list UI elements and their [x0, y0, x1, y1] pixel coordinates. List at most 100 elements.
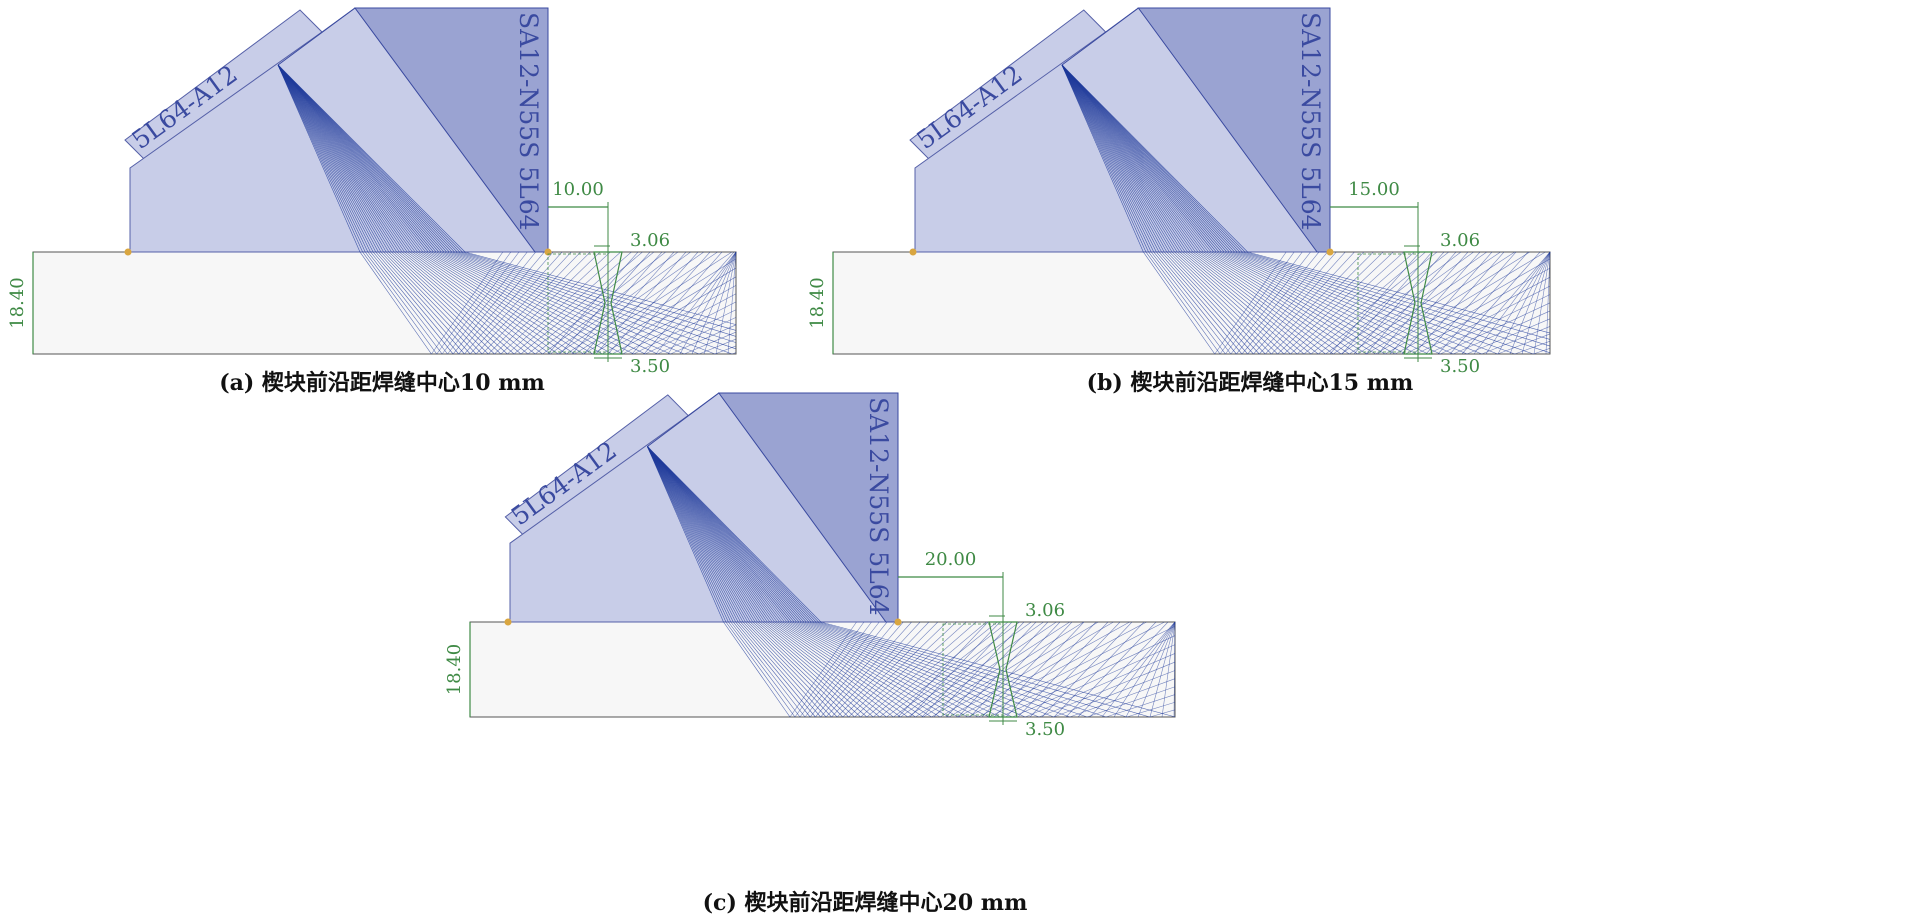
beam-ray-wedge [277, 64, 379, 253]
beam-ray-specimen [733, 621, 811, 718]
beam-ray-specimen [1156, 251, 1243, 355]
hatch-line [945, 621, 1037, 718]
beam-ray-wedge [647, 446, 785, 623]
beam-ray-specimen [370, 251, 454, 355]
hatch-line [1389, 251, 1481, 355]
beam-ray-specimen [1200, 251, 1358, 355]
hatch-line [1353, 251, 1445, 355]
beam-ray-wedge [1061, 64, 1191, 253]
beam-ray-wedge [277, 64, 384, 253]
beam-ray-specimen [378, 251, 471, 355]
top-width-label: 3.06 [1440, 230, 1480, 251]
beam-ray-reflected [1453, 310, 1551, 355]
beam-ray-specimen [1163, 251, 1260, 355]
beam-ray-wedge [1061, 64, 1240, 253]
beam-ray-wedge [647, 446, 763, 623]
beam-ray-wedge [647, 446, 751, 623]
beam-ray-specimen [1187, 251, 1319, 355]
beam-ray-reflected [1318, 251, 1449, 355]
beam-ray-specimen [1213, 251, 1406, 355]
beam-ray-wedge [277, 64, 369, 253]
beam-ray-specimen [796, 621, 1001, 718]
beam-ray-specimen [388, 251, 495, 355]
beam-ray-specimen [464, 251, 737, 325]
beam-ray-wedge [1061, 64, 1217, 253]
beam-ray-specimen [742, 621, 832, 718]
beam-ray-reflected [1466, 318, 1551, 355]
beam-ray-wedge [1061, 64, 1225, 253]
beam-ray-wedge [277, 64, 361, 253]
hatch-line [619, 251, 711, 355]
hatch-line [1365, 251, 1457, 355]
beam-ray-specimen [393, 251, 508, 355]
beam-ray-wedge [277, 64, 450, 253]
beam-ray-specimen [740, 621, 827, 718]
beam-ray-wedge [647, 446, 761, 623]
hatch-line [679, 251, 737, 355]
beam-ray-wedge [277, 64, 395, 253]
beam-ray-reflected [447, 251, 528, 355]
beam-ray-wedge [1061, 64, 1157, 253]
hatch-line [571, 251, 663, 355]
beam-ray-specimen [791, 621, 979, 718]
beam-ray-specimen [433, 251, 634, 355]
beam-ray-reflected [836, 621, 930, 718]
beam-ray-reflected [602, 276, 737, 355]
weld-profile [593, 251, 623, 355]
beam-ray-specimen [811, 621, 1088, 718]
beam-ray-specimen [449, 251, 716, 355]
beam-ray-wedge [277, 64, 466, 253]
beam-ray-wedge [1061, 64, 1152, 253]
beam-ray-specimen [730, 621, 806, 718]
hatch-line [1425, 251, 1517, 355]
beam-ray-specimen [359, 251, 432, 355]
caption-c: (c) 楔块前沿距焊缝中心20 mm [703, 890, 1028, 916]
beam-ray-specimen [401, 251, 529, 355]
beam-ray-reflected [1349, 251, 1501, 355]
beam-ray-reflected [1126, 701, 1176, 718]
beam-ray-specimen [735, 621, 816, 718]
beam-ray-specimen [399, 251, 522, 355]
beam-ray-wedge [647, 446, 729, 623]
beam-ray-wedge [647, 446, 795, 623]
beam-ray-wedge [277, 64, 460, 253]
distance-label: 20.00 [925, 549, 977, 570]
beam-ray-wedge [1061, 64, 1246, 253]
beam-ray-specimen [1197, 251, 1350, 355]
hatch-line [1401, 251, 1493, 355]
beam-ray-reflected [670, 324, 737, 355]
beam-ray-reflected [1514, 340, 1551, 355]
beam-ray-wedge [1061, 64, 1181, 253]
beam-ray-specimen [750, 621, 849, 718]
beam-ray-specimen [725, 621, 796, 718]
beam-ray-specimen [409, 251, 551, 355]
beam-ray-reflected [842, 621, 939, 718]
root-width-label: 3.50 [630, 356, 670, 377]
beam-ray-reflected [1053, 670, 1176, 718]
beam-ray-wedge [1061, 64, 1162, 253]
beam-ray-wedge [277, 64, 439, 253]
beam-ray-specimen [737, 621, 821, 718]
hatch-line [993, 621, 1085, 718]
beam-ray-wedge [647, 446, 802, 623]
beam-ray-wedge [277, 64, 363, 253]
beam-ray-reflected [1265, 251, 1365, 355]
panel-c: (c) 楔块前沿距焊缝中心20 mm 20.003.063.5018.405L6… [444, 392, 1176, 916]
beam-ray-specimen [457, 251, 737, 343]
beam-ray-specimen [459, 251, 737, 337]
beam-ray-specimen [1203, 251, 1367, 355]
beam-ray-wedge [277, 64, 445, 253]
beam-ray-wedge [1061, 64, 1220, 253]
wedge-rear-marker [124, 248, 132, 256]
beam-ray-specimen [1169, 251, 1272, 355]
beam-ray-specimen [414, 251, 567, 355]
beam-ray-specimen [383, 251, 483, 355]
beam-ray-wedge [647, 446, 805, 623]
beam-ray-specimen [1143, 251, 1216, 355]
beam-ray-reflected [831, 621, 921, 718]
beam-ray-wedge [1061, 64, 1235, 253]
beam-ray-specimen [1190, 251, 1326, 355]
hatch-line [1149, 621, 1176, 718]
beam-ray-specimen [1166, 251, 1266, 355]
beam-ray-reflected [1325, 251, 1462, 355]
